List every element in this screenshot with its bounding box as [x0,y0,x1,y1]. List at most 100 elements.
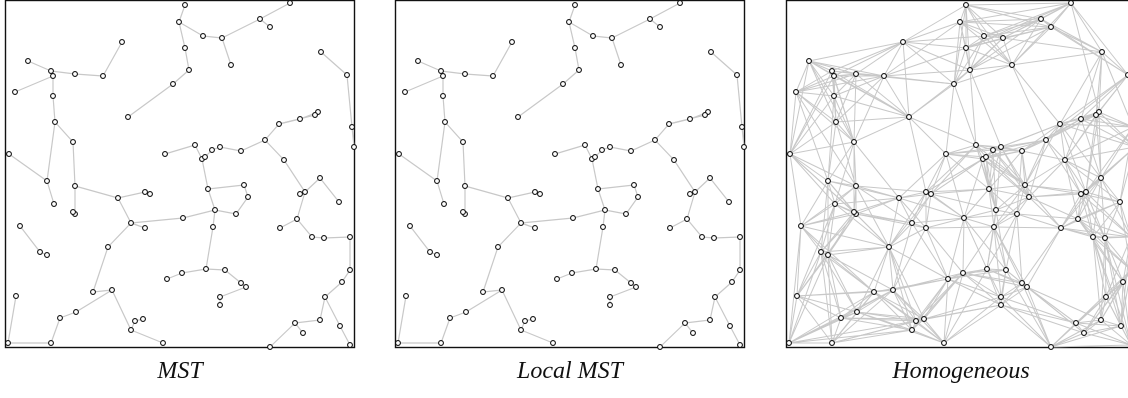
local-mst-edge-3 [568,21,576,49]
local-mst-node-10 [509,39,515,45]
homogeneous-edge-221 [930,144,977,195]
homogeneous-edge-366 [963,217,988,270]
homogeneous-edge-57 [965,47,971,71]
local-mst-edge-11 [492,41,513,77]
local-mst-edge-78 [684,319,711,324]
local-mst-node-96 [737,342,743,348]
local-mst-node-36 [652,137,658,143]
homogeneous-edge-334 [888,222,913,248]
mst-edge-42 [264,123,280,141]
homogeneous-edge-517 [1077,218,1124,283]
homogeneous-edge-81 [808,60,857,75]
local-mst-node-37 [671,157,677,163]
mst-node-4 [176,19,182,25]
mst-node-12 [48,68,54,74]
mst-node-13 [72,71,78,77]
homogeneous-edge-369 [988,188,997,211]
local-mst-edge-91 [597,184,635,190]
mst-node-27 [6,151,12,157]
homogeneous-edge-250 [1000,139,1047,148]
homogeneous-edge-203 [1059,123,1128,146]
mst-node-54 [212,207,218,213]
homogeneous-edge-236 [985,156,1026,186]
homogeneous-edge-86 [808,41,904,62]
homogeneous-edge-604 [873,291,945,344]
homogeneous-node-84 [1118,323,1124,329]
mst-node-41 [51,201,57,207]
local-mst-node-3 [657,24,663,30]
mst-node-63 [294,216,300,222]
homogeneous-edge-189 [1085,133,1128,193]
homogeneous-edge-329 [930,188,990,195]
mst-edge-73 [214,209,237,215]
homogeneous-edge-527 [1100,319,1128,344]
homogeneous-node-95 [1048,344,1054,350]
homogeneous-edge-530 [1100,237,1106,321]
local-mst-node-95 [657,344,663,350]
homogeneous-edge-610 [1092,236,1128,338]
homogeneous-edge-350 [827,254,875,293]
homogeneous-node-51 [825,252,831,258]
homogeneous-edge-43 [953,21,961,85]
homogeneous-edge-257 [988,150,1023,190]
homogeneous-edge-9 [965,4,1052,28]
homogeneous-edge-188 [1119,152,1128,203]
mst-edge-61 [130,217,184,224]
homogeneous-edge-151 [1045,74,1128,141]
mst-edge-35 [320,51,348,76]
homogeneous-edge-473 [947,278,1002,306]
homogeneous-node-1 [1068,0,1074,6]
local-mst-node-11 [415,58,421,64]
local-mst-edge-12 [464,73,494,77]
local-mst-edge-17 [442,95,446,123]
homogeneous-node-75 [1024,284,1030,290]
homogeneous-node-94 [941,340,947,346]
homogeneous-edge-381 [993,213,1018,228]
homogeneous-edge-589 [923,296,1002,320]
mst-edge-78 [294,319,321,324]
homogeneous-edge-148 [1080,74,1128,120]
homogeneous-edge-180 [1080,118,1128,127]
homogeneous-edge-440 [1122,251,1128,283]
homogeneous-edge-588 [888,246,925,320]
homogeneous-edge-195 [789,153,857,187]
mst-edge-49 [164,144,196,155]
homogeneous-edge-472 [947,269,1007,280]
homogeneous-edge-609 [1104,237,1128,335]
local-mst-node-15 [440,73,446,79]
homogeneous-edge-52 [1002,37,1013,66]
homogeneous-edge-190 [789,153,829,182]
mst-nodes [5,0,357,350]
mst-edge-5 [172,69,190,85]
local-mst-node-65 [699,234,705,240]
homogeneous-edge-359 [888,193,932,248]
homogeneous-edge-44 [959,21,1013,66]
local-mst-edge-82 [397,295,407,344]
homogeneous-node-62 [1117,199,1123,205]
mst-node-8 [186,67,192,73]
homogeneous-edge-308 [820,211,855,253]
local-mst-edge-81 [729,325,741,346]
homogeneous-edge-324 [925,144,977,193]
homogeneous-edge-331 [930,156,987,195]
homogeneous-edge-337 [892,222,913,291]
homogeneous-edge-172 [1021,123,1061,152]
homogeneous-edge-371 [995,184,1026,211]
mst-node-93 [48,340,54,346]
homogeneous-edge-386 [1016,150,1023,215]
local-mst-edge-32 [436,180,445,205]
mst-edge-59 [207,188,216,211]
homogeneous-edge-375 [988,188,1018,215]
local-mst-node-56 [631,182,637,188]
local-mst-edge-40 [668,118,691,125]
local-mst-node-44 [460,209,466,215]
local-mst-node-8 [576,67,582,73]
homogeneous-node-77 [998,302,1004,308]
homogeneous-edge-154 [1098,111,1128,126]
homogeneous-edge-72 [855,41,904,75]
mst-edge-33 [46,121,56,182]
mst-edge-94 [269,322,296,348]
mst-node-68 [210,224,216,230]
mst-edge-18 [54,121,74,143]
homogeneous-edge-442 [1080,193,1128,236]
